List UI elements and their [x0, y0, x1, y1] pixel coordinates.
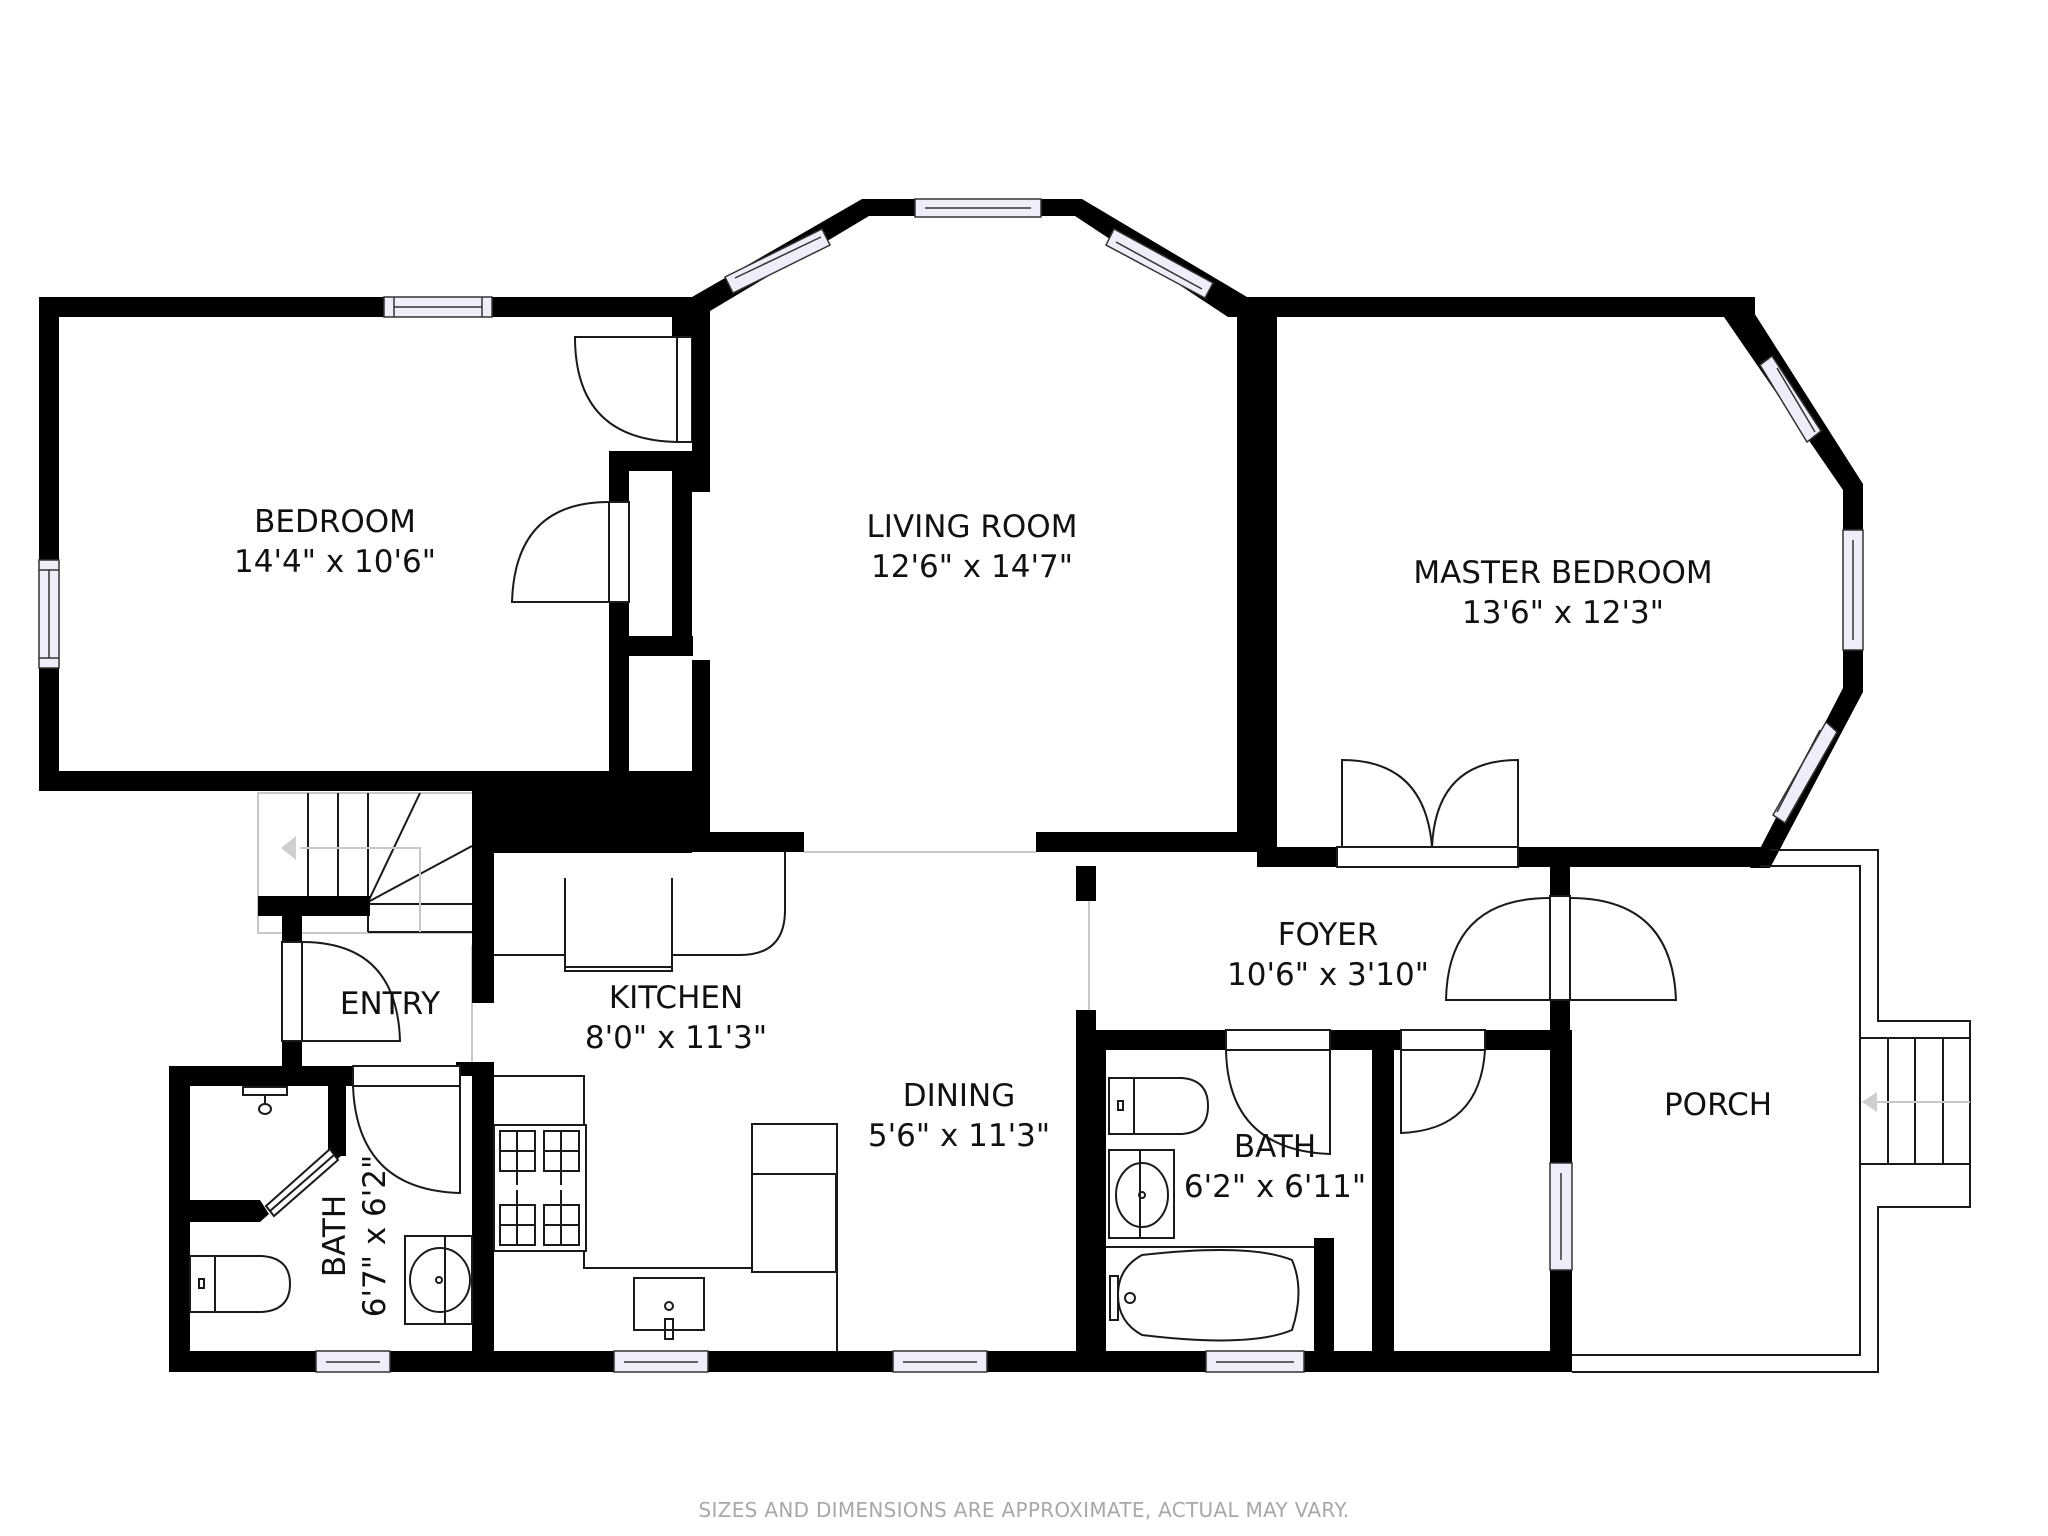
- left-bath-door-icon: [352, 1065, 461, 1195]
- room-dimensions: 6'2" x 6'11": [1183, 1169, 1367, 1205]
- room-label-master-bedroom: MASTER BEDROOM 13'6" x 12'3": [1413, 553, 1712, 633]
- sink-icon: [1108, 1149, 1175, 1239]
- toilet-icon: [1108, 1077, 1210, 1135]
- bathtub-icon: [1106, 1246, 1314, 1342]
- room-name: PORCH: [1663, 1087, 1773, 1123]
- room-name: DINING: [902, 1078, 1016, 1114]
- room-name: ENTRY: [339, 986, 441, 1022]
- kitchen-counter: [494, 852, 786, 972]
- door-icon: [510, 501, 630, 603]
- room-dimensions: 10'6" x 3'10": [1227, 957, 1429, 993]
- right-bath-walls: [1076, 1030, 1572, 1372]
- window-icon: [38, 559, 60, 669]
- staircase: [257, 792, 475, 934]
- window-icon: [1772, 720, 1838, 825]
- bath-door-icon: [1225, 1029, 1331, 1156]
- room-label-bath-right: BATH 6'2" x 6'11": [1184, 1127, 1366, 1207]
- stove-icon: [493, 1124, 587, 1252]
- room-label-kitchen: KITCHEN 8'0" x 11'3": [585, 978, 767, 1058]
- window-icon: [1842, 529, 1864, 651]
- front-door-icon: [1444, 895, 1678, 1001]
- room-label-living-room: LIVING ROOM 12'6" x 14'7": [867, 507, 1078, 587]
- room-name: BEDROOM: [254, 504, 416, 540]
- room-name: BATH: [317, 1194, 353, 1278]
- shower-head-icon: [242, 1086, 288, 1115]
- room-dimensions: 6'7" x 6'2": [357, 1154, 393, 1318]
- counter-lower: [494, 1075, 838, 1352]
- room-dimensions: 5'6" x 11'3": [867, 1118, 1051, 1154]
- room-name: BATH: [1233, 1129, 1317, 1165]
- closet-door-icon: [1400, 1029, 1486, 1135]
- room-dimensions: 13'6" x 12'3": [1462, 595, 1664, 631]
- disclaimer-text: SIZES AND DIMENSIONS ARE APPROXIMATE, AC…: [698, 1498, 1350, 1522]
- kitchen-sink-icon: [633, 1277, 705, 1340]
- room-name: KITCHEN: [608, 980, 744, 1016]
- room-label-bath-left: BATH 6'7" x 6'2": [315, 1155, 395, 1318]
- window-icon: [723, 227, 832, 295]
- stair-arrow-icon: [1862, 1092, 1877, 1112]
- window-icon: [383, 296, 493, 318]
- room-label-bedroom: BEDROOM 14'4" x 10'6": [234, 502, 436, 582]
- room-label-foyer: FOYER 10'6" x 3'10": [1227, 915, 1429, 995]
- sink-icon: [404, 1235, 473, 1325]
- window-icon: [1549, 1162, 1573, 1271]
- room-label-dining: DINING 5'6" x 11'3": [868, 1076, 1050, 1156]
- window-icon: [892, 1350, 988, 1373]
- door-icon: [573, 336, 693, 443]
- window-icon: [1105, 227, 1215, 300]
- room-label-porch: PORCH: [1664, 1085, 1772, 1125]
- window-icon: [315, 1350, 391, 1373]
- room-name: FOYER: [1277, 917, 1379, 953]
- room-dimensions: 14'4" x 10'6": [234, 544, 436, 580]
- stair-arrow-icon: [281, 836, 296, 860]
- room-label-entry: ENTRY: [340, 984, 440, 1024]
- window-icon: [1759, 354, 1823, 444]
- porch-steps: [1859, 1037, 1971, 1165]
- window-icon: [914, 198, 1042, 218]
- living-room-walls: [692, 199, 1257, 852]
- window-icon: [613, 1350, 709, 1373]
- entry-walls: [258, 771, 692, 1076]
- room-name: MASTER BEDROOM: [1413, 555, 1713, 591]
- window-icon: [1205, 1350, 1305, 1373]
- room-name: LIVING ROOM: [866, 509, 1078, 545]
- room-dimensions: 8'0" x 11'3": [584, 1020, 768, 1056]
- shower-door-icon: [264, 1147, 340, 1218]
- entry-door-icon: [281, 941, 402, 1042]
- toilet-icon: [189, 1255, 292, 1313]
- room-dimensions: 12'6" x 14'7": [871, 549, 1073, 585]
- double-door-icon: [1336, 758, 1519, 868]
